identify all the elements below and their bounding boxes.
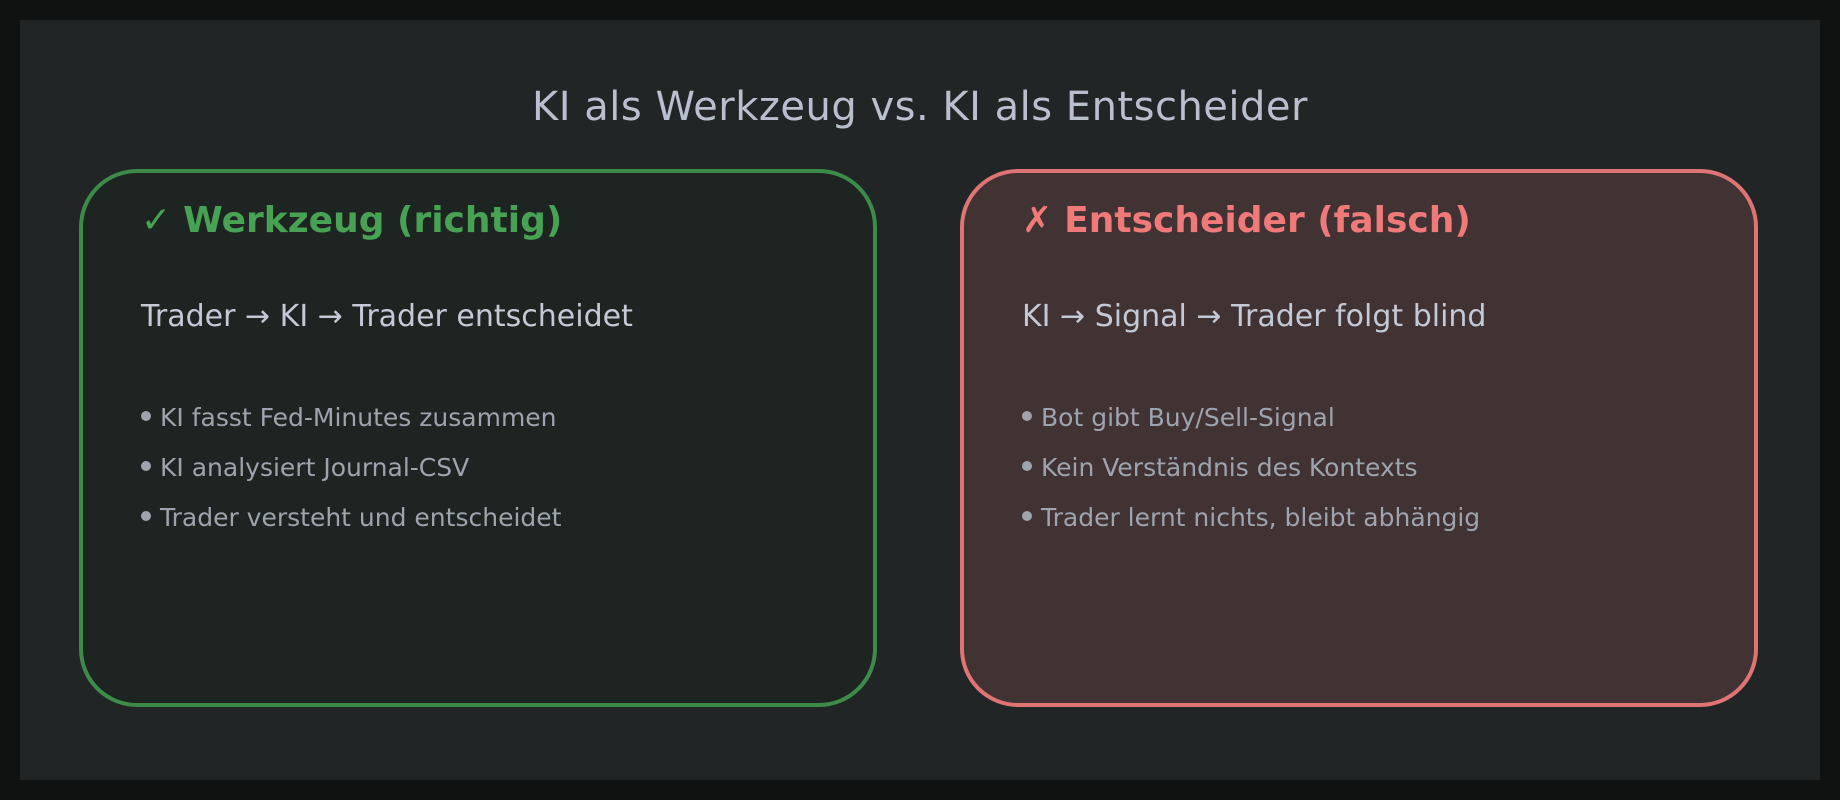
flow-description: Trader → KI → Trader entscheidet <box>141 299 633 334</box>
list-item-text: Kein Verständnis des Kontexts <box>1041 453 1418 482</box>
card-heading: ✗ Entscheider (falsch) <box>1022 197 1471 245</box>
cross-icon: ✗ <box>1022 200 1053 241</box>
bullet-icon <box>141 461 151 471</box>
card-heading-label: Entscheider (falsch) <box>1064 200 1471 241</box>
list-item-text: KI analysiert Journal-CSV <box>160 453 470 482</box>
check-icon: ✓ <box>141 200 172 241</box>
card-decider-wrong: ✗ Entscheider (falsch) KI → Signal → Trad… <box>960 169 1758 707</box>
list-item: KI fasst Fed-Minutes zusammen <box>141 393 561 443</box>
list-item-text: Trader lernt nichts, bleibt abhängig <box>1041 503 1481 532</box>
list-item-text: Bot gibt Buy/Sell-Signal <box>1041 403 1335 432</box>
bullet-icon <box>141 411 151 421</box>
list-item-text: Trader versteht und entscheidet <box>160 503 562 532</box>
bullet-list: KI fasst Fed-Minutes zusammen KI analysi… <box>141 393 561 543</box>
diagram-title: KI als Werkzeug vs. KI als Entscheider <box>532 84 1308 130</box>
diagram-canvas: KI als Werkzeug vs. KI als Entscheider ✓… <box>20 20 1820 780</box>
list-item: Trader lernt nichts, bleibt abhängig <box>1022 493 1480 543</box>
list-item: Trader versteht und entscheidet <box>141 493 561 543</box>
list-item: Bot gibt Buy/Sell-Signal <box>1022 393 1480 443</box>
card-tool-correct: ✓ Werkzeug (richtig) Trader → KI → Trader… <box>79 169 877 707</box>
bullet-icon <box>1022 461 1032 471</box>
bullet-list: Bot gibt Buy/Sell-Signal Kein Verständni… <box>1022 393 1480 543</box>
list-item-text: KI fasst Fed-Minutes zusammen <box>160 403 557 432</box>
bullet-icon <box>1022 411 1032 421</box>
list-item: Kein Verständnis des Kontexts <box>1022 443 1480 493</box>
bullet-icon <box>1022 511 1032 521</box>
list-item: KI analysiert Journal-CSV <box>141 443 561 493</box>
card-heading-label: Werkzeug (richtig) <box>183 200 563 241</box>
card-heading: ✓ Werkzeug (richtig) <box>141 197 562 245</box>
flow-description: KI → Signal → Trader folgt blind <box>1022 299 1487 334</box>
bullet-icon <box>141 511 151 521</box>
